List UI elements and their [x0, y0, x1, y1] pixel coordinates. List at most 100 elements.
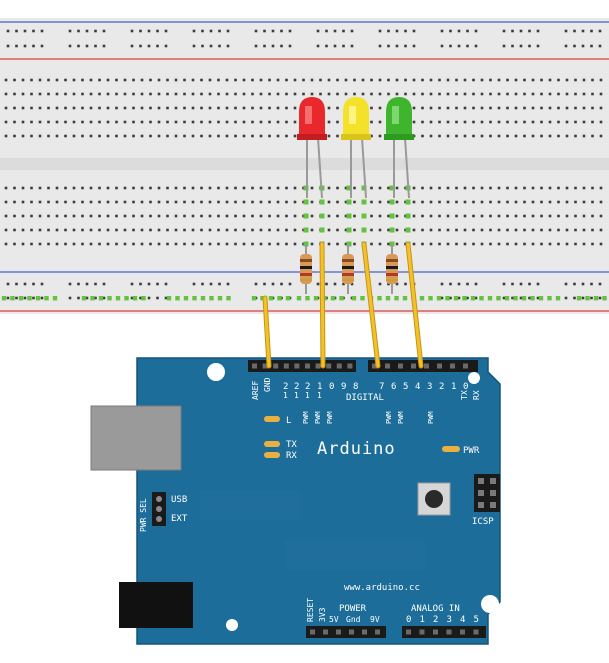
header-pin: [433, 629, 438, 635]
active-rail-hole: [18, 296, 24, 301]
breadboard-hole: [271, 44, 275, 48]
breadboard-hole: [89, 134, 93, 138]
breadboard-hole: [319, 92, 322, 96]
breadboard-hole: [225, 186, 229, 190]
rx-led: [264, 452, 280, 458]
breadboard-hole: [440, 282, 444, 286]
breadboard-hole: [455, 200, 458, 204]
breadboard-hole: [474, 282, 478, 286]
breadboard-hole: [15, 29, 18, 33]
breadboard-hole: [192, 29, 196, 33]
breadboard-hole: [132, 106, 135, 110]
status-leds: [264, 416, 460, 458]
breadboard-hole: [259, 228, 263, 232]
breadboard-hole: [32, 29, 35, 33]
breadboard-hole: [166, 214, 169, 218]
breadboard-hole: [565, 228, 569, 232]
arduino-pcb: [136, 357, 501, 645]
breadboard-hole: [147, 296, 151, 300]
digital-label: DIGITAL: [346, 393, 384, 403]
breadboard-hole: [32, 282, 35, 286]
breadboard-hole: [489, 186, 492, 190]
breadboard-hole: [548, 242, 552, 246]
active-rail-hole: [35, 296, 41, 301]
active-hole: [303, 213, 309, 219]
breadboard-hole: [540, 120, 543, 124]
breadboard-hole: [548, 200, 552, 204]
breadboard-hole: [528, 44, 531, 48]
breadboard-hole: [40, 282, 44, 286]
active-rail-hole: [183, 296, 189, 301]
breadboard-hole: [531, 106, 535, 110]
active-rail-hole: [132, 296, 138, 301]
breadboard-hole: [218, 282, 221, 286]
digital-pin-number: 5: [403, 382, 408, 392]
breadboard-hole: [378, 92, 382, 96]
breadboard-hole: [395, 186, 399, 190]
breadboard-hole: [598, 44, 602, 48]
breadboard-hole: [6, 282, 10, 286]
breadboard-hole: [64, 214, 67, 218]
breadboard-hole: [21, 106, 25, 110]
breadboard-hole: [251, 106, 254, 110]
breadboard-hole: [21, 186, 25, 190]
breadboard-hole: [85, 282, 89, 286]
digital-pin-number: 2: [294, 382, 299, 392]
breadboard-hole: [480, 134, 484, 138]
breadboard-hole: [472, 186, 475, 190]
breadboard-hole: [183, 214, 186, 218]
breadboard-hole: [590, 296, 593, 300]
breadboard-hole: [582, 78, 586, 82]
breadboard-hole: [440, 29, 444, 33]
breadboard-hole: [68, 282, 72, 286]
active-hole: [346, 185, 352, 191]
pwm-label: PWM: [302, 411, 310, 424]
breadboard-hole: [463, 106, 467, 110]
breadboard-hole: [316, 44, 320, 48]
breadboard-hole: [412, 44, 416, 48]
breadboard-hole: [81, 228, 84, 232]
breadboard-hole: [55, 186, 59, 190]
breadboard-hole: [254, 282, 258, 286]
breadboard-hole: [421, 92, 424, 96]
active-rail-hole: [593, 296, 599, 301]
breadboard-hole: [344, 200, 348, 204]
breadboard-hole: [573, 29, 576, 33]
breadboard-hole: [209, 29, 213, 33]
active-rail-hole: [513, 296, 518, 301]
breadboard-hole: [164, 282, 168, 286]
breadboard-hole: [242, 92, 246, 96]
breadboard-hole: [200, 214, 203, 218]
breadboard-hole: [225, 214, 229, 218]
breadboard-hole: [523, 186, 526, 190]
breadboard-hole: [591, 200, 594, 204]
breadboard-hole: [497, 200, 501, 204]
breadboard-hole: [13, 134, 16, 138]
v33-label: 3V3: [318, 607, 327, 622]
breadboard-hole: [557, 228, 560, 232]
breadboard-hole: [350, 29, 354, 33]
breadboard-hole: [201, 29, 204, 33]
breadboard-hole: [164, 44, 168, 48]
header-pin: [294, 363, 300, 369]
breadboard-hole: [523, 134, 526, 138]
v9-label: 9V: [370, 615, 380, 624]
breadboard-hole: [288, 29, 292, 33]
breadboard-hole: [251, 92, 254, 96]
breadboard-hole: [115, 228, 118, 232]
breadboard-hole: [166, 120, 169, 124]
breadboard-hole: [106, 134, 110, 138]
breadboard-hole: [564, 296, 568, 300]
breadboard-hole: [344, 92, 348, 96]
breadboard-hole: [440, 296, 444, 300]
breadboard-hole: [132, 92, 135, 96]
active-rail-hole: [81, 296, 87, 301]
breadboard-hole: [156, 44, 159, 48]
active-rail-hole: [44, 296, 49, 301]
breadboard-hole: [132, 228, 135, 232]
breadboard-hole: [225, 120, 229, 124]
breadboard-hole: [21, 242, 25, 246]
gnd-label: GND: [263, 377, 272, 392]
breadboard-hole: [591, 120, 594, 124]
breadboard-hole: [440, 44, 444, 48]
